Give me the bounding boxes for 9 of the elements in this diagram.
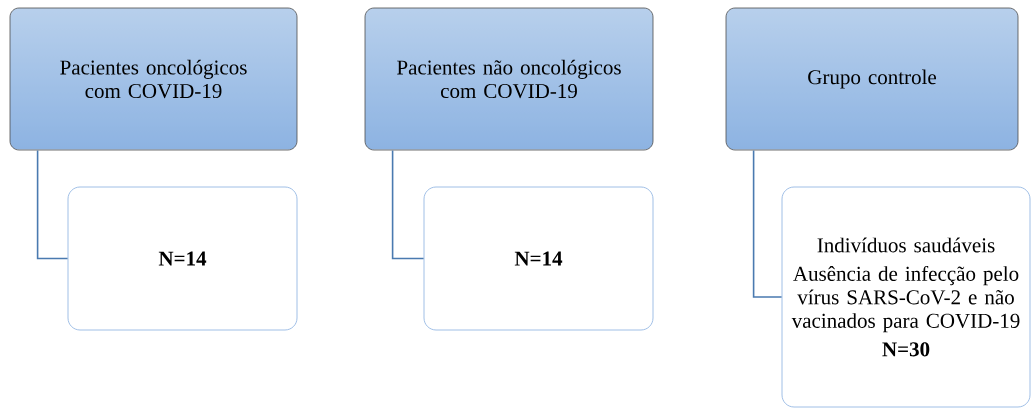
count-box: Indivíduos saudáveis Ausência de infecção pelo vírus SARS-CoV-2 e não vacinados para COVID-19 N=30 [781,186,1031,408]
group-box: Pacientes não oncológicos com COVID-19 [364,7,654,151]
count-box: N=14 [423,186,654,331]
connector-line [752,149,783,298]
group-box: Pacientes oncológicos com COVID-19 [9,7,298,151]
connector-line [36,149,69,260]
group-box: Grupo controle [725,7,1019,151]
connector-line [391,149,425,260]
count-box: N=14 [67,186,298,331]
